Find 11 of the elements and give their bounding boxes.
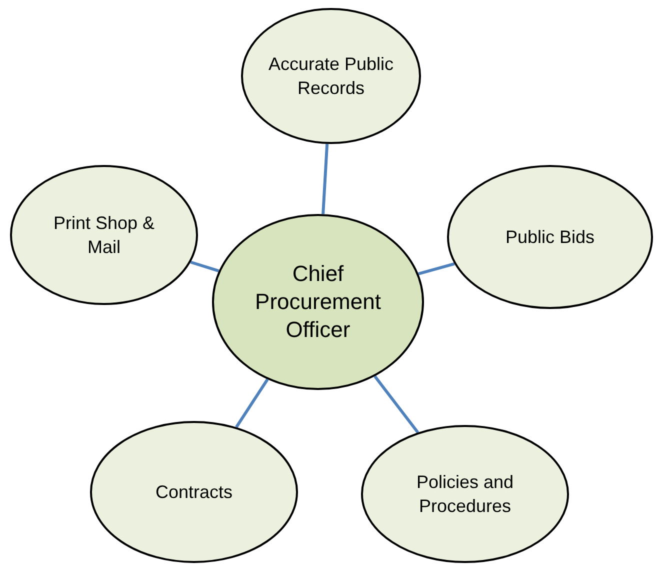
node-label: Public Bids <box>504 226 596 249</box>
node-label: Accurate Public Records <box>267 53 395 100</box>
connector-line <box>190 260 220 272</box>
connector-line <box>322 144 329 214</box>
connector-line <box>418 262 455 276</box>
node-label: Chief Procurement Officer <box>254 260 382 344</box>
connector-line <box>374 375 420 434</box>
node-label: Print Shop & Mail <box>52 212 156 259</box>
connector-line <box>235 378 269 428</box>
node-label: Contracts <box>154 481 234 504</box>
node-label: Policies and Procedures <box>415 471 515 518</box>
